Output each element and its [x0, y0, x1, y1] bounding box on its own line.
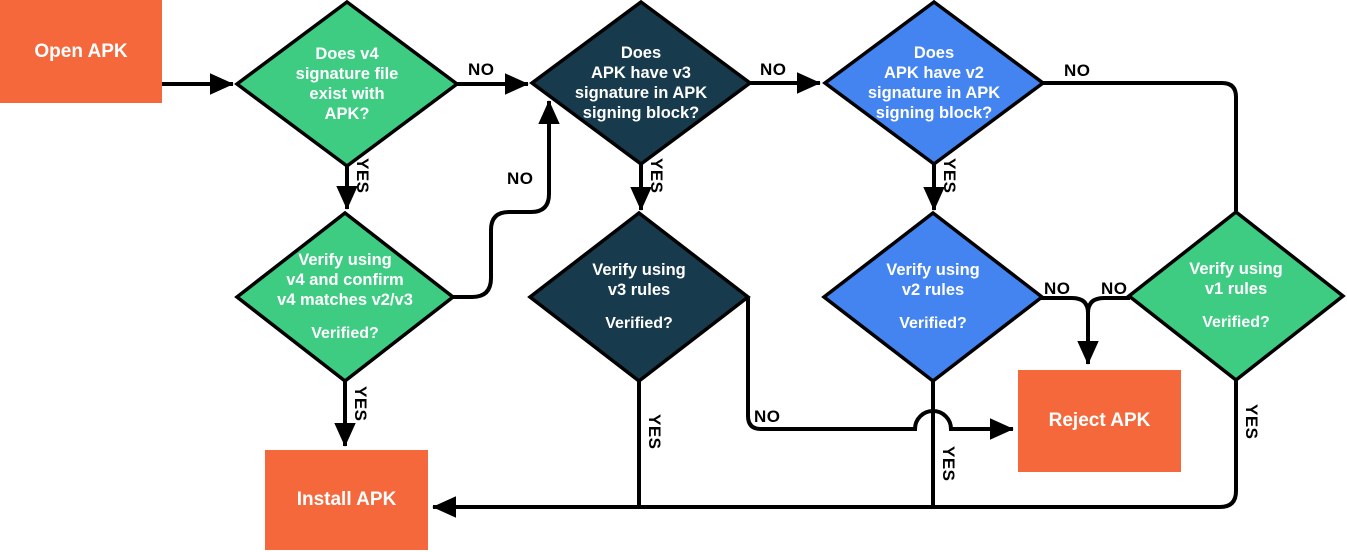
edge-label-v3verify-no: NO [754, 407, 781, 426]
decision-v1-verify-diamond [1126, 209, 1346, 383]
edge-label-v4exists-no: NO [468, 60, 495, 79]
edge-label-v3exists-yes: YES [647, 158, 666, 194]
edge-label-v2exists-no: NO [1064, 61, 1091, 80]
edge-label-v2verify-yes: YES [939, 446, 958, 482]
decision-v3-exists-diamond [529, 0, 753, 167]
node-install-apk: Install APK [265, 450, 428, 550]
edge-label-v1verify-yes: YES [1242, 404, 1261, 440]
edge-label-v3exists-no: NO [760, 60, 787, 79]
edge-label-v2verify-no: NO [1044, 279, 1071, 298]
node-open-apk: Open APK [0, 0, 162, 103]
edge-label-v4exists-yes: YES [353, 158, 372, 194]
decision-v4-verify-diamond [234, 210, 456, 384]
decision-v2-exists-diamond [822, 0, 1046, 167]
node-reject-apk-label: Reject APK [1048, 410, 1151, 431]
decision-v4-exists-diamond [234, 0, 460, 169]
edge-v1verify-yes-to-install [432, 380, 1238, 518]
edge-label-v1verify-no: NO [1101, 279, 1128, 298]
node-reject-apk: Reject APK [1018, 370, 1181, 472]
edge-v3verify-no-to-reject [746, 298, 1014, 440]
node-install-apk-label: Install APK [296, 489, 397, 510]
edge-label-v3verify-yes: YES [645, 414, 664, 450]
edge-label-v4verify-no: NO [507, 169, 534, 188]
edge-label-v4verify-yes: YES [351, 386, 370, 422]
edge-v1verify-no-to-reject [1086, 296, 1130, 314]
decision-v3-verify-diamond [527, 210, 751, 384]
edge-v2exists-no-to-v1verify [1043, 81, 1238, 211]
edge-label-v2exists-yes: YES [940, 158, 959, 194]
decision-v2-verify-diamond [821, 210, 1045, 384]
node-open-apk-label: Open APK [34, 40, 128, 62]
edge-v4verify-no-to-v3exists [453, 100, 560, 299]
